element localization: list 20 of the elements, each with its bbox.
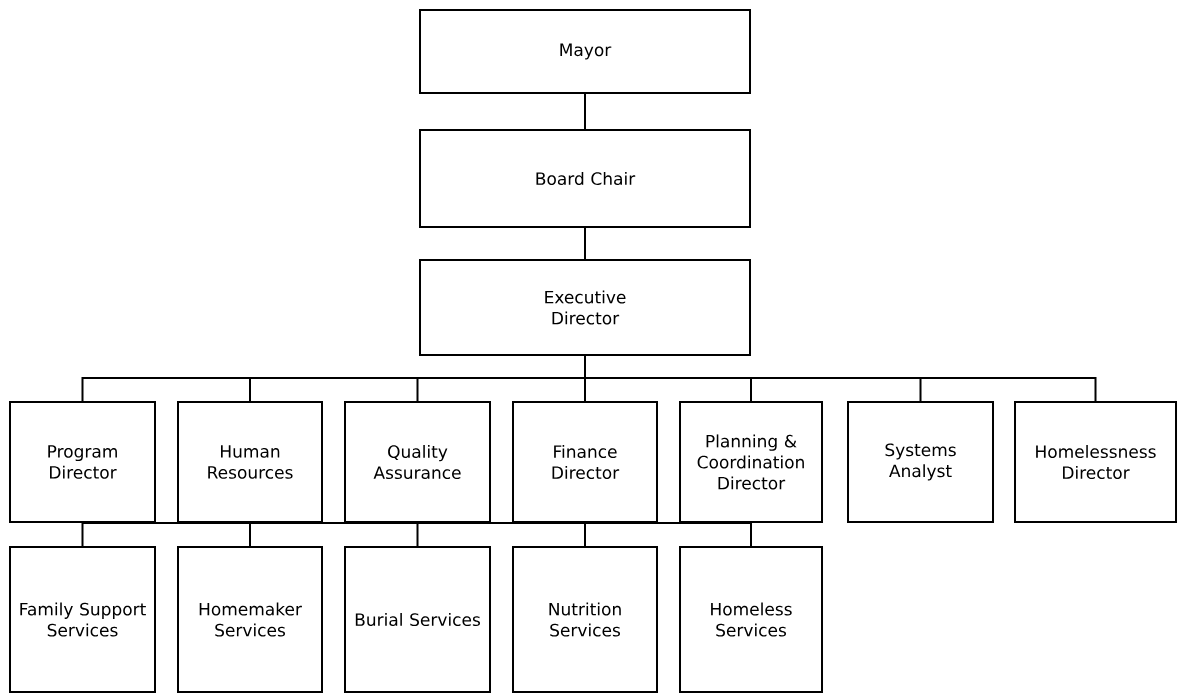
org-box: Board Chair [419, 129, 751, 228]
org-box: Mayor [419, 9, 751, 94]
org-box: Finance Director [512, 401, 658, 523]
connector-line [584, 355, 1097, 402]
connector-line [584, 93, 586, 130]
org-box: Homelessness Director [1014, 401, 1177, 523]
connector-line [249, 522, 419, 547]
org-box: Executive Director [419, 259, 751, 356]
org-box: Systems Analyst [847, 401, 994, 523]
connector-line [416, 522, 419, 547]
org-box: Homemaker Services [177, 546, 323, 693]
org-box: Family Support Services [9, 546, 156, 693]
org-box: Human Resources [177, 401, 323, 523]
org-box: Planning & Coordination Director [679, 401, 823, 523]
connector-line [584, 227, 586, 260]
org-box: Quality Assurance [344, 401, 491, 523]
org-box: Homeless Services [679, 546, 823, 693]
org-box: Program Director [9, 401, 156, 523]
org-box: Nutrition Services [512, 546, 658, 693]
org-box: Burial Services [344, 546, 491, 693]
